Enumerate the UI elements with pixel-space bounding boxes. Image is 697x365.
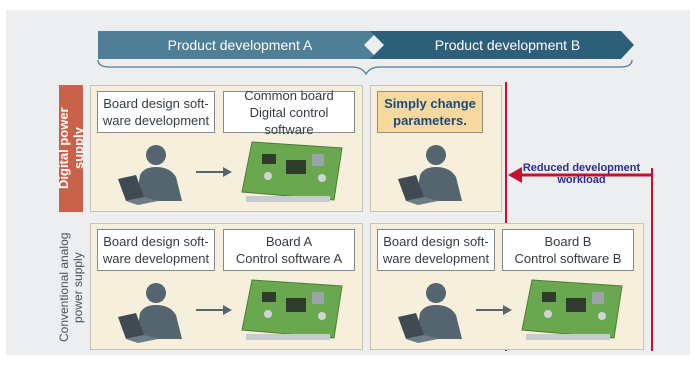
phase-brace: [97, 59, 633, 76]
phase-b-label: Product development B: [434, 37, 581, 53]
person-at-laptop-icon: [398, 283, 462, 343]
box-analog-b-board-design: Board design soft- ware development: [377, 229, 495, 271]
person-at-laptop-icon: [118, 283, 182, 343]
box-board-b: Board B Control software B: [502, 229, 634, 271]
box-analog-a-board-design: Board design soft- ware development: [97, 229, 215, 271]
box-board-a: Board A Control software A: [223, 229, 355, 271]
box-common-board: Common board Digital control software: [223, 88, 355, 137]
person-at-laptop-icon: [118, 145, 182, 205]
workload-arrow-head: [508, 167, 522, 183]
circuit-board-icon: [521, 279, 623, 340]
box-simply-change: Simply change parameters.: [377, 91, 483, 133]
person-at-laptop-icon: [398, 145, 462, 205]
row-label-analog: Conventional analog power supply: [57, 232, 85, 343]
circuit-board-icon: [241, 141, 343, 202]
right-arrow-icon: [476, 305, 512, 315]
right-arrow-icon: [196, 305, 232, 315]
circuit-board-icon: [241, 279, 343, 340]
phase-a-arrow: [98, 31, 378, 59]
row-label-digital: Digital power supply: [56, 85, 86, 212]
phase-b-arrow: [370, 31, 634, 59]
callout-reduced-workload: Reduced development workload: [522, 162, 641, 186]
right-arrow-icon: [196, 167, 232, 177]
box-digital-board-design: Board design soft- ware development: [97, 91, 215, 133]
phase-a-label: Product development A: [167, 37, 313, 53]
